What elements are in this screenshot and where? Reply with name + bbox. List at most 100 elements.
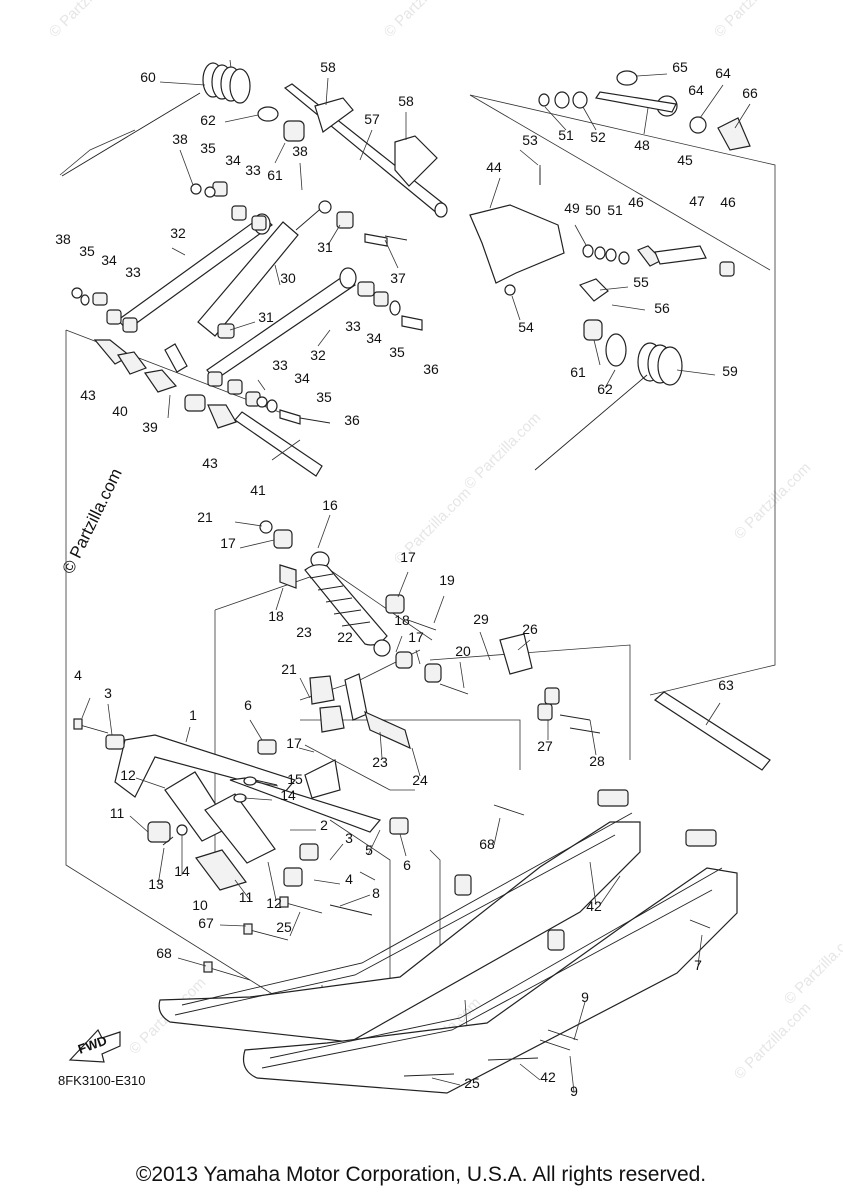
part-callout-4: 4 (345, 871, 353, 887)
part-callout-10: 10 (192, 897, 208, 913)
part-callout-3: 3 (345, 830, 353, 846)
bracket (314, 97, 354, 133)
part-callout-18: 18 (394, 612, 410, 628)
part-callout-6: 6 (403, 857, 411, 873)
part-callout-38: 38 (172, 131, 188, 147)
part-callout-21: 21 (281, 661, 297, 677)
pivot-bracket (469, 204, 565, 284)
part-callout-42: 42 (586, 898, 602, 914)
slide-rail-right (242, 829, 738, 1094)
fwd-arrow-icon: FWD (68, 1028, 121, 1063)
part-callout-33: 33 (125, 264, 141, 280)
part-callout-39: 39 (142, 419, 158, 435)
part-callout-16: 16 (322, 497, 338, 513)
rail-shaft (234, 411, 323, 477)
part-callout-8: 8 (372, 885, 380, 901)
part-callout-15: 15 (287, 771, 303, 787)
part-callout-63: 63 (718, 677, 734, 693)
part-callout-35: 35 (200, 140, 216, 156)
part-callout-13: 13 (148, 876, 164, 892)
watermark: © Partzilla.com (711, 0, 794, 41)
part-callout-7: 7 (694, 957, 702, 973)
part-callout-27: 27 (537, 738, 553, 754)
copyright-notice: ©2013 Yamaha Motor Corporation, U.S.A. A… (136, 1163, 706, 1186)
part-callout-12: 12 (120, 767, 136, 783)
part-callout-29: 29 (473, 611, 489, 627)
part-callout-40: 40 (112, 403, 128, 419)
part-callout-35: 35 (79, 243, 95, 259)
part-callout-65: 65 (672, 59, 688, 75)
part-callout-48: 48 (634, 137, 650, 153)
part-callout-1: 1 (189, 707, 197, 723)
part-callout-33: 33 (345, 318, 361, 334)
part-callout-55: 55 (633, 274, 649, 290)
collar (283, 120, 305, 142)
watermark: © Partzilla.com (731, 999, 814, 1082)
part-callout-68: 68 (479, 836, 495, 852)
part-callout-42: 42 (540, 1069, 556, 1085)
part-callout-61: 61 (570, 364, 586, 380)
part-callout-64: 64 (688, 82, 704, 98)
part-callout-11: 11 (239, 889, 254, 905)
part-callout-43: 43 (202, 455, 218, 471)
watermark: © Partzilla.com (781, 924, 843, 1007)
part-callout-14: 14 (280, 787, 296, 803)
part-callout-66: 66 (742, 85, 758, 101)
part-callout-52: 52 (590, 129, 606, 145)
part-callout-46: 46 (628, 194, 644, 210)
front-arm-assembly (105, 734, 409, 891)
part-callout-32: 32 (310, 347, 326, 363)
bolt-set (73, 165, 711, 1077)
watermark: © Partzilla.com (461, 409, 544, 492)
watermark: © Partzilla.com (46, 0, 129, 41)
part-callout-4: 4 (74, 667, 82, 683)
part-callout-11: 11 (110, 805, 125, 821)
part-callout-45: 45 (677, 152, 693, 168)
part-callout-35: 35 (316, 389, 332, 405)
part-callout-31: 31 (258, 309, 274, 325)
part-callout-62: 62 (597, 381, 613, 397)
part-callout-17: 17 (400, 549, 416, 565)
part-callout-25: 25 (276, 919, 292, 935)
watermark: © Partzilla.com (381, 0, 464, 41)
part-callout-20: 20 (455, 643, 471, 659)
leader-lines (81, 73, 751, 1093)
part-callout-38: 38 (55, 231, 71, 247)
part-callout-3: 3 (104, 685, 112, 701)
part-callout-5: 5 (365, 842, 373, 858)
part-callout-58: 58 (398, 93, 414, 109)
part-callout-21: 21 (197, 509, 213, 525)
part-callout-31: 31 (317, 239, 333, 255)
part-callout-57: 57 (364, 111, 380, 127)
part-callout-28: 28 (589, 753, 605, 769)
part-callout-58: 58 (320, 59, 336, 75)
part-callout-24: 24 (412, 772, 428, 788)
part-callout-12: 12 (266, 895, 282, 911)
part-callout-61: 61 (267, 167, 283, 183)
part-callout-51: 51 (607, 202, 623, 218)
shock-bracket (499, 633, 533, 675)
part-callout-32: 32 (170, 225, 186, 241)
part-callout-60: 60 (140, 69, 156, 85)
part-callout-14: 14 (174, 863, 190, 879)
watermark: © Partzilla.com (731, 459, 814, 542)
upper-rear-arm-assembly (61, 62, 448, 477)
part-callout-34: 34 (366, 330, 382, 346)
torsion-spring-left (61, 62, 251, 177)
part-callout-53: 53 (522, 132, 538, 148)
part-callout-30: 30 (280, 270, 296, 286)
part-callout-23: 23 (372, 754, 388, 770)
slide-rail-left (158, 789, 641, 1043)
part-callout-49: 49 (564, 200, 580, 216)
part-callout-19: 19 (439, 572, 455, 588)
part-callout-34: 34 (101, 252, 117, 268)
part-callout-36: 36 (423, 361, 439, 377)
part-callout-17: 17 (286, 735, 302, 751)
part-callout-6: 6 (244, 697, 252, 713)
rear-shock-absorber (304, 551, 391, 657)
part-callout-62: 62 (200, 112, 216, 128)
part-callout-50: 50 (585, 202, 601, 218)
bracket (394, 135, 438, 187)
upper-right-pivot-assembly (469, 70, 751, 471)
